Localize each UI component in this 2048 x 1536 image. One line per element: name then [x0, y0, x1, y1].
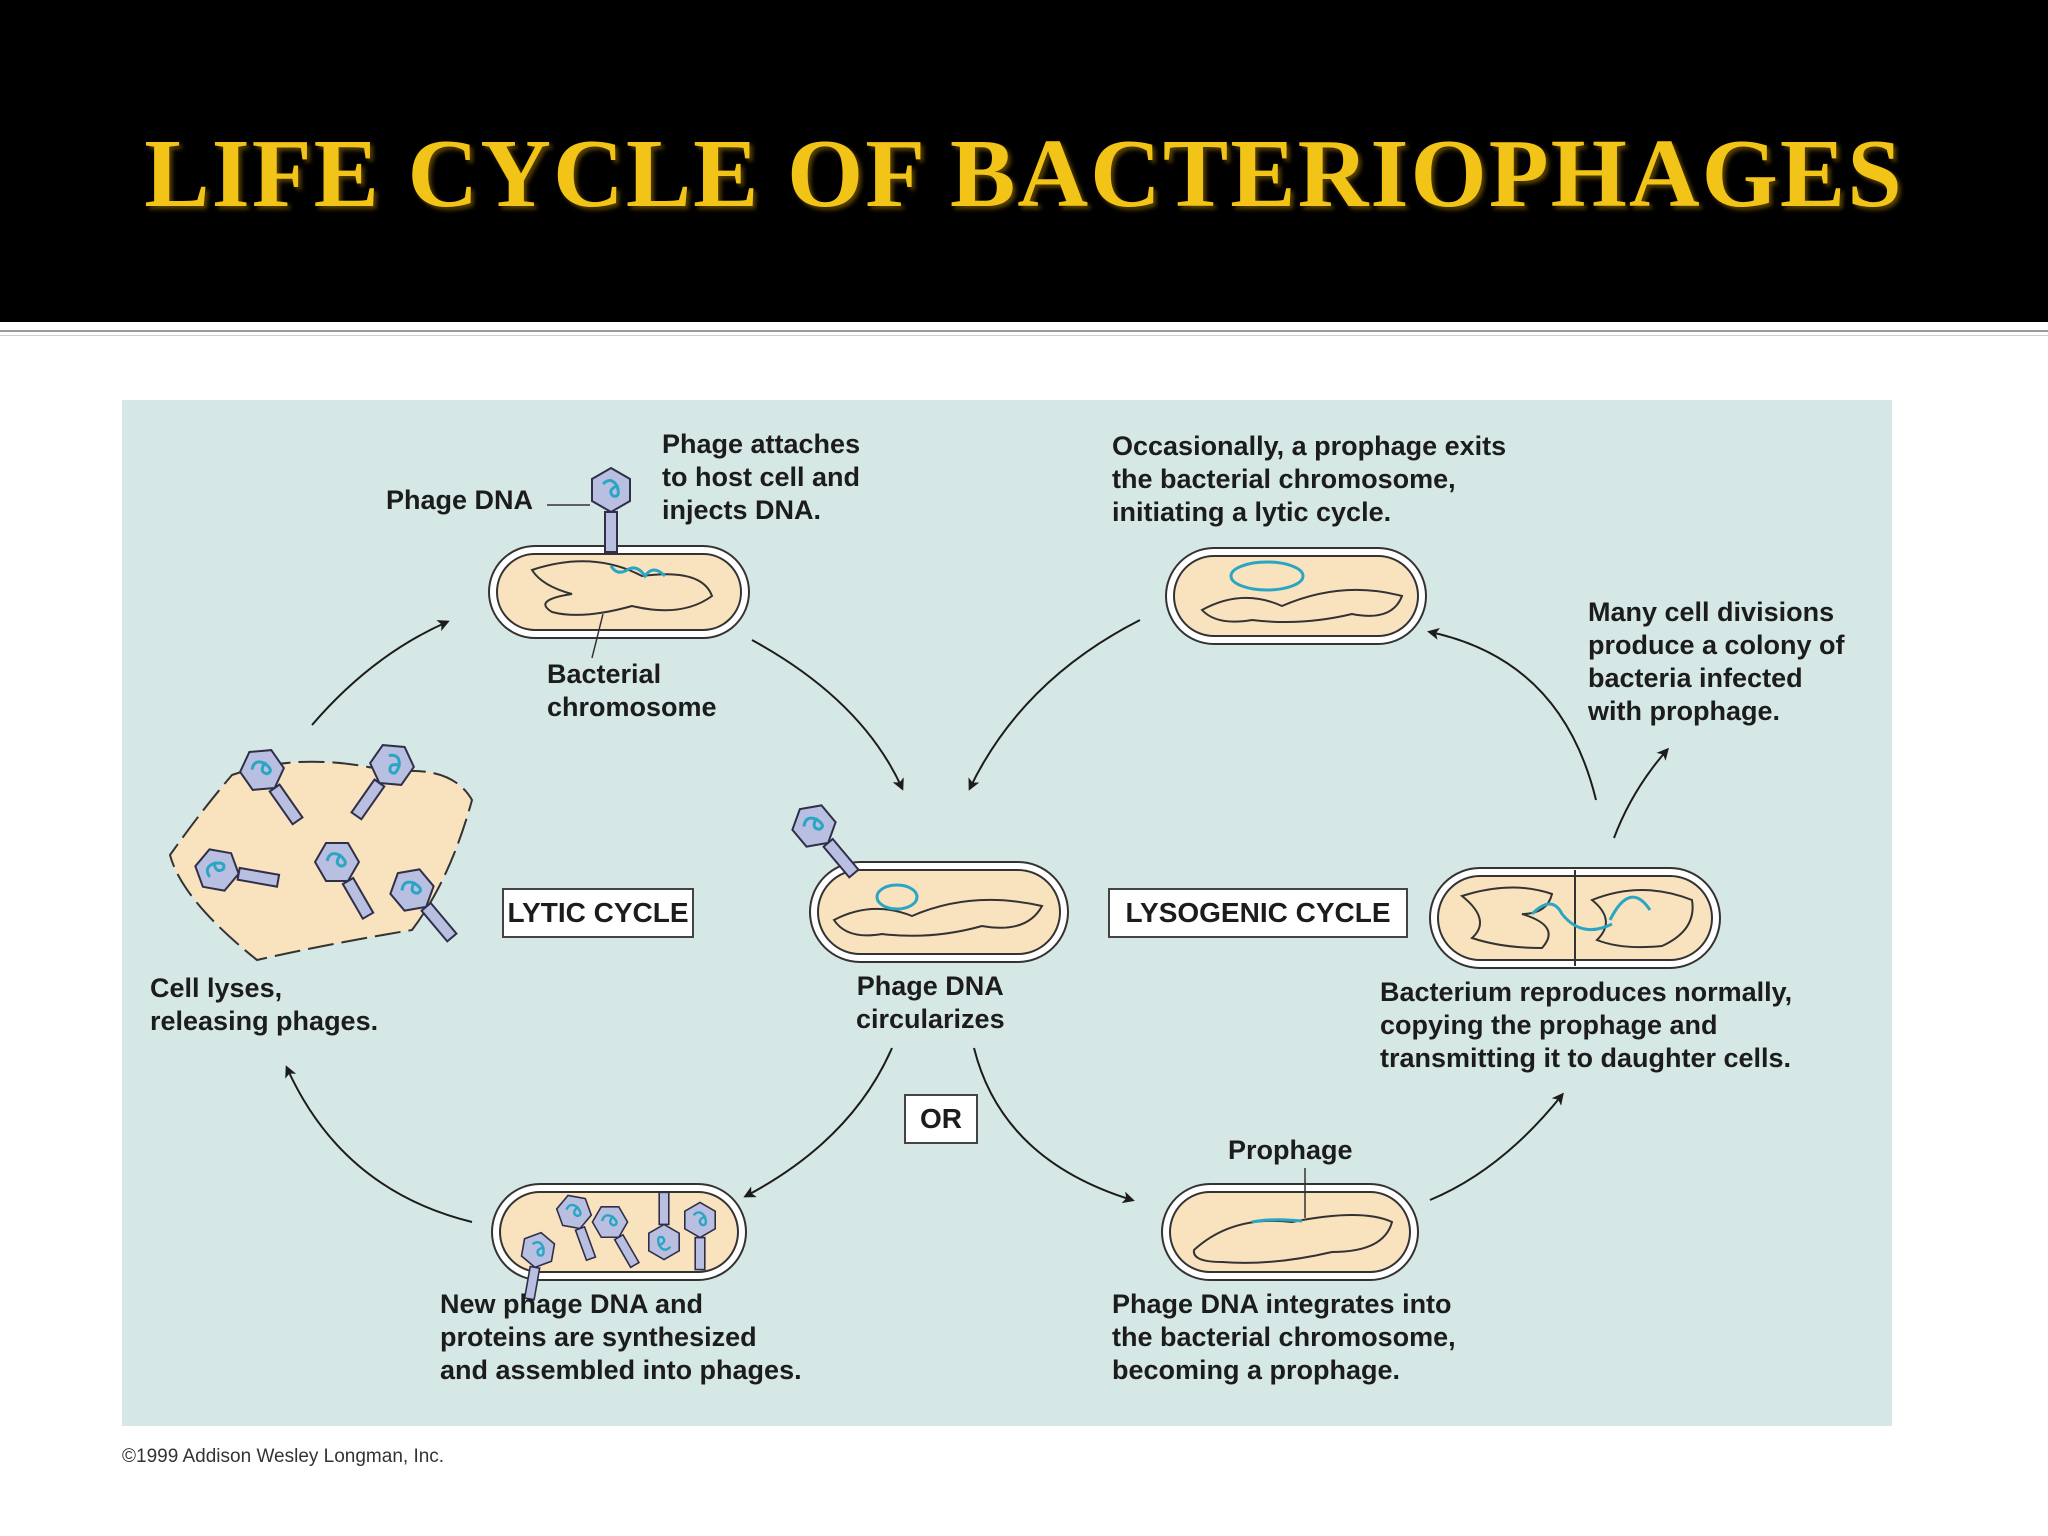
label-prophage: Prophage — [1228, 1135, 1353, 1165]
title-divider-thin — [0, 335, 2048, 336]
label-new-phage-synthesized: New phage DNA and proteins are synthesiz… — [440, 1289, 802, 1385]
arrow-synthesis-to-lysis — [285, 1065, 473, 1223]
cell-prophage-exit — [1165, 547, 1427, 645]
title-divider — [0, 330, 2048, 332]
arrow-prophage-to-reproduce — [1429, 1092, 1564, 1201]
label-phage-attaches: Phage attaches to host cell and injects … — [662, 429, 861, 525]
label-bacterium-reproduces: Bacterium reproduces normally, copying t… — [1380, 977, 1793, 1073]
cell-integration — [1161, 1168, 1419, 1281]
cell-attachment — [488, 466, 750, 659]
label-phage-dna: Phage DNA — [386, 485, 534, 515]
cell-dividing — [1429, 867, 1721, 969]
diagram-panel: Phage DNA Phage attaches to host cell an… — [122, 400, 1892, 1426]
title-bar — [0, 0, 2048, 322]
arrow-colony-to-exit — [1427, 628, 1597, 801]
cycle-arrows — [285, 619, 1669, 1223]
arrow-circularize-to-prophage — [973, 1047, 1135, 1204]
arrow-to-colony — [1613, 747, 1669, 839]
cell-circularize — [783, 795, 1069, 963]
lytic-cycle-label: LYTIC CYCLE — [502, 888, 694, 938]
arrow-lysis-to-attach — [311, 620, 450, 726]
label-prophage-exits: Occasionally, a prophage exits the bacte… — [1112, 431, 1507, 527]
label-cell-divisions: Many cell divisions produce a colony of … — [1588, 597, 1845, 726]
life-cycle-diagram — [168, 466, 1721, 1303]
copyright-notice: ©1999 Addison Wesley Longman, Inc. — [122, 1446, 445, 1467]
label-cell-lyses: Cell lyses, releasing phages. — [150, 973, 379, 1036]
phage-icon — [590, 466, 632, 554]
cell-lysis — [168, 734, 474, 962]
cell-assembly — [491, 1183, 747, 1303]
arrow-circularize-to-synthesis — [743, 1047, 893, 1198]
or-label: OR — [904, 1094, 978, 1144]
slide-title: LIFE CYCLE OF BACTERIOPHAGES — [144, 120, 1904, 228]
label-dna-circularizes: Phage DNA circularizes — [856, 971, 1005, 1034]
arrow-exit-to-circularize — [968, 619, 1141, 791]
label-bacterial-chromosome: Bacterial chromosome — [547, 659, 717, 722]
lysogenic-cycle-label: LYSOGENIC CYCLE — [1108, 888, 1408, 938]
label-dna-integrates: Phage DNA integrates into the bacterial … — [1112, 1289, 1456, 1385]
arrow-attach-to-circularize — [751, 639, 904, 791]
